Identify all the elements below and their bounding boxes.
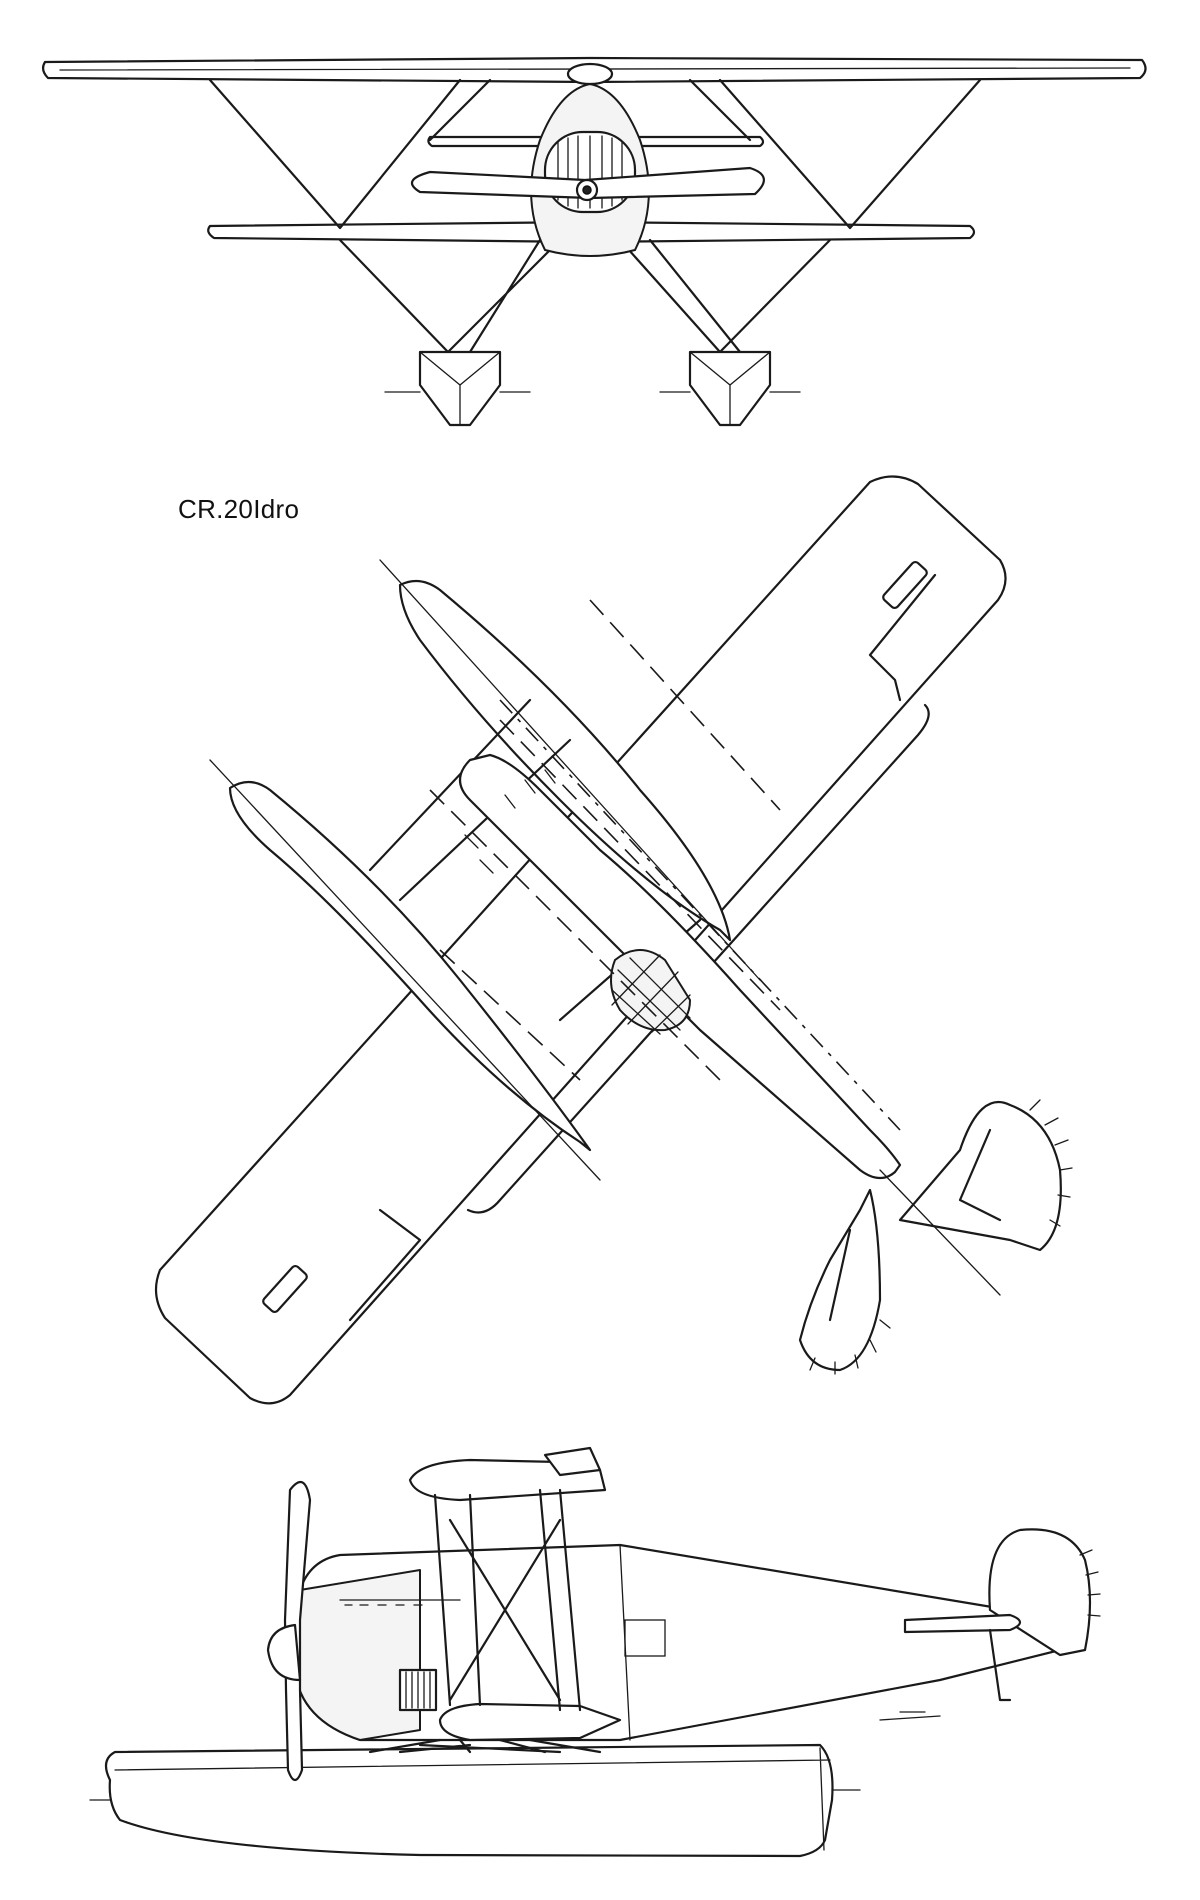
cockpit-mesh [611,954,691,1035]
top-tailplane-right [898,1100,1062,1252]
float-struts [338,238,832,354]
side-details [879,1711,941,1721]
front-view [41,56,1147,427]
top-cockpit [610,949,691,1032]
fin-hatching [1079,1549,1101,1617]
exhaust-stubs [339,1599,461,1606]
aileron-horn-left [262,1264,308,1314]
right-aileron-line [868,573,937,702]
aileron-horn-right [882,560,928,610]
tail-float-strut [988,1628,1012,1702]
side-lower-wing [438,1702,622,1742]
top-view [154,475,1073,1405]
interplane-struts [208,78,982,230]
side-cowling [294,1569,421,1741]
side-float-struts [368,1738,602,1754]
top-float-upper [398,579,732,942]
side-view [89,1446,1101,1858]
cabane [566,62,614,86]
top-fuselage [458,753,902,1180]
center-dash [499,699,901,1131]
side-spinner [266,1623,302,1682]
top-float-lower [228,780,592,1152]
side-tailplane [903,1613,1022,1634]
aircraft-designation: CR.20Idro [178,494,300,524]
side-propeller [283,1480,312,1782]
left-aileron-line [348,1208,422,1322]
side-struts [433,1488,582,1712]
tail-hatching [809,1099,1073,1375]
tail-axis [879,1169,1001,1296]
elevator-hinge [828,1128,1002,1322]
cowl-details [464,769,556,874]
